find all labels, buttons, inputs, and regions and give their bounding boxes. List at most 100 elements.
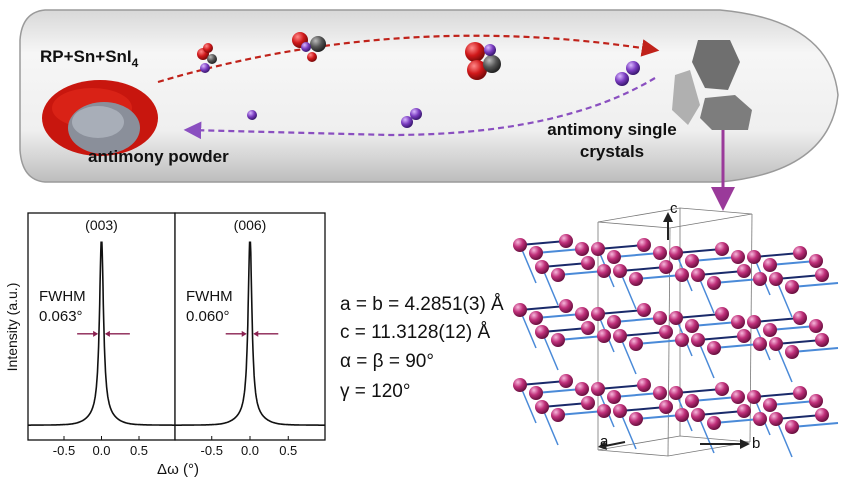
antimony-atom — [691, 408, 705, 422]
antimony-atom — [685, 254, 699, 268]
antimony-atom — [613, 404, 627, 418]
antimony-atom — [629, 337, 643, 351]
antimony-atom — [529, 311, 543, 325]
fwhm-value: 0.060° — [186, 308, 230, 325]
molecule-icons — [197, 32, 640, 128]
antimony-atom — [675, 333, 689, 347]
antimony-atom — [659, 260, 673, 274]
antimony-atom — [769, 412, 783, 426]
antimony-atom — [637, 378, 651, 392]
antimony-atom — [763, 258, 777, 272]
antimony-atom — [535, 260, 549, 274]
bond — [613, 317, 661, 323]
antimony-atom — [793, 311, 807, 325]
x-tick-label: -0.5 — [201, 443, 223, 458]
antimony-atom — [737, 404, 751, 418]
b-axis-arrow — [740, 439, 750, 449]
fwhm-arrowhead-right — [104, 330, 110, 337]
antimony-atom — [637, 238, 651, 252]
lattice-c: c = 11.3128(12) Å — [340, 322, 490, 343]
x-axis-label: Δω (°) — [157, 461, 199, 478]
bond — [535, 313, 583, 319]
antimony-atom — [513, 238, 527, 252]
antimony-atom — [715, 242, 729, 256]
crystal-structure — [513, 207, 839, 458]
lattice-gamma: γ = 120° — [340, 381, 410, 402]
antimony-atom — [529, 386, 543, 400]
peak-title: (003) — [85, 217, 118, 233]
antimony-atom — [731, 315, 745, 329]
antimony-atom — [597, 329, 611, 343]
antimony-atom — [535, 325, 549, 339]
bond — [697, 410, 745, 416]
antimony-atom — [653, 311, 667, 325]
bond — [691, 321, 739, 327]
antimony-atom — [785, 420, 799, 434]
reactants-label: RP+Sn+SnI4 — [40, 47, 139, 70]
bond — [535, 248, 583, 254]
antimony-atom — [715, 307, 729, 321]
antimony-atom — [607, 315, 621, 329]
bond — [635, 339, 683, 345]
reactants-subscript: 4 — [132, 56, 139, 70]
antimony-atom — [737, 264, 751, 278]
rocking-curve-line — [175, 241, 325, 426]
antimony-atom — [591, 307, 605, 321]
rocking-curve-line — [28, 241, 175, 426]
antimony-atom — [715, 382, 729, 396]
antimony-atom — [815, 268, 829, 282]
antimony-atom — [581, 256, 595, 270]
bond — [541, 327, 589, 333]
antimony-atom — [535, 400, 549, 414]
antimony-atom — [551, 333, 565, 347]
antimony-atom — [747, 315, 761, 329]
antimony-atom — [769, 337, 783, 351]
antimony-atom — [629, 272, 643, 286]
antimony-atom — [591, 242, 605, 256]
antimony-atom — [685, 394, 699, 408]
bond — [519, 305, 567, 311]
fwhm-arrowhead-left — [93, 330, 99, 337]
antimony-atom — [793, 246, 807, 260]
bond — [541, 402, 589, 408]
x-tick-label: 0.0 — [241, 443, 259, 458]
bond — [597, 244, 645, 250]
axis-a-label: a — [600, 433, 609, 450]
antimony-atom — [653, 246, 667, 260]
bond — [519, 240, 567, 246]
bond — [769, 400, 817, 406]
antimony-atom — [747, 250, 761, 264]
antimony-atom — [747, 390, 761, 404]
product-label-line2: crystals — [580, 142, 644, 161]
fwhm-arrowhead-right — [253, 330, 259, 337]
antimony-single-crystals — [672, 40, 752, 130]
antimony-atom — [613, 264, 627, 278]
antimony-atom — [669, 386, 683, 400]
bond — [769, 325, 817, 331]
antimony-atom — [575, 242, 589, 256]
bond — [697, 335, 745, 341]
bond — [613, 392, 661, 398]
antimony-atom — [675, 408, 689, 422]
fwhm-label: FWHM — [186, 288, 233, 305]
antimony-atom — [753, 272, 767, 286]
bond — [691, 256, 739, 262]
ampoule-tube — [19, 9, 839, 183]
x-tick-label: 0.5 — [130, 443, 148, 458]
antimony-atom — [637, 303, 651, 317]
antimony-atom — [597, 264, 611, 278]
bond — [753, 317, 801, 323]
bond — [635, 414, 683, 420]
antimony-atom — [809, 394, 823, 408]
y-axis-label: Intensity (a.u.) — [4, 283, 20, 372]
antimony-atom — [659, 325, 673, 339]
antimony-atom — [809, 254, 823, 268]
bond — [675, 248, 723, 254]
bond — [619, 331, 667, 337]
antimony-atom — [707, 276, 721, 290]
antimony-atom — [815, 408, 829, 422]
antimony-atom — [591, 382, 605, 396]
antimony-atom — [629, 412, 643, 426]
antimony-atom — [809, 319, 823, 333]
